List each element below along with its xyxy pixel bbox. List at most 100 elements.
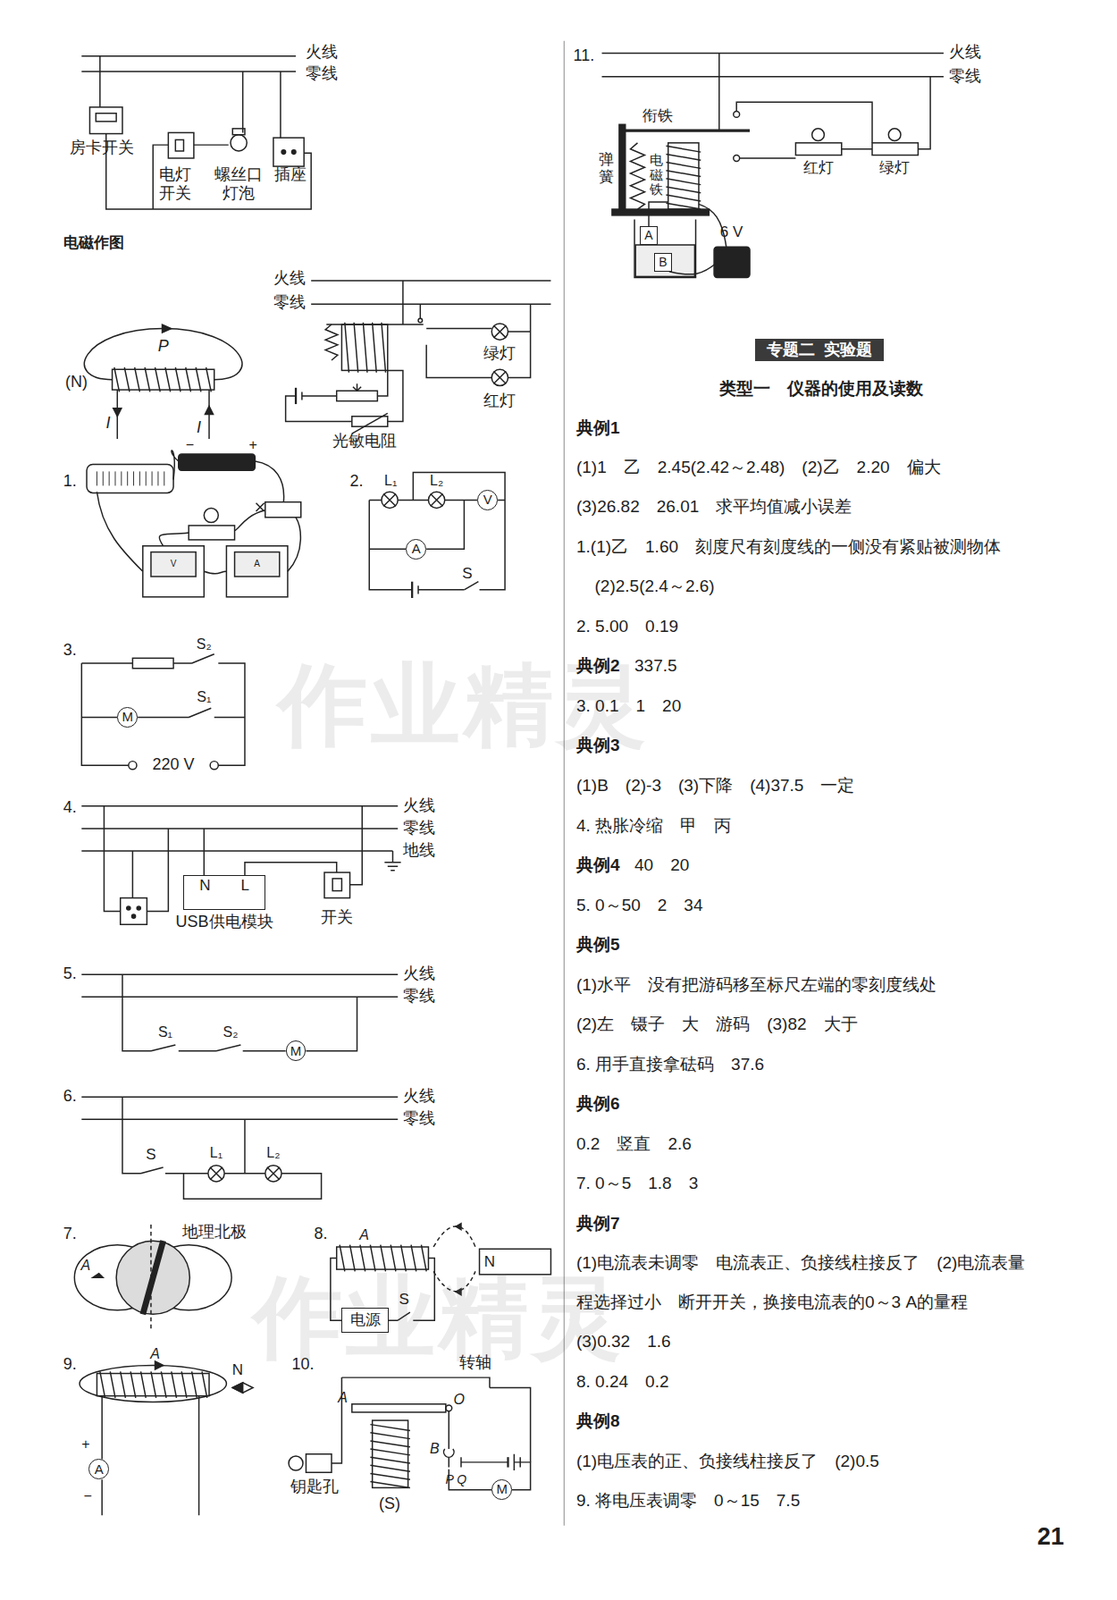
house-wiring-part [273, 137, 304, 167]
series-parallel-circuit-part [463, 581, 479, 590]
motor-symbol: M [285, 1040, 307, 1061]
relay-lamp-circuit-part [344, 322, 387, 373]
solenoid-compass-part [155, 1360, 164, 1369]
water-level-alarm-part [795, 142, 841, 156]
diagram-label: 开关 [320, 908, 353, 929]
electromagnetic-lock-part [445, 1404, 453, 1411]
diagram-label: 绿灯 [483, 344, 516, 364]
diagram-label: I [105, 413, 110, 434]
series-parallel-circuit-part [383, 494, 396, 507]
relay-lamp-circuit-part [491, 323, 508, 340]
diagram-label: S₂ [196, 636, 212, 654]
node-text: A [411, 541, 421, 557]
usb-wiring-part [126, 906, 131, 910]
house-wiring-part [81, 56, 296, 72]
relay-lamp-circuit-part [426, 303, 530, 378]
solenoid-field-part [83, 328, 242, 380]
answer-line: 典例6 [576, 1093, 621, 1115]
electromagnetic-lock [288, 1377, 531, 1490]
answer-line: (1)B (2)-3 (3)下降 (4)37.5 一定 [576, 775, 855, 797]
diagram-label: A [253, 558, 261, 570]
house-wiring-part [232, 128, 245, 135]
usb-wiring-part [384, 850, 401, 871]
relay-lamp-circuit-part [294, 387, 297, 404]
diagram-label: (N) [65, 372, 88, 393]
diagram-label: 电灯 开关 [158, 165, 193, 204]
house-wiring-part [100, 56, 311, 210]
diagram-label: O [453, 1391, 464, 1409]
water-level-alarm-part [733, 155, 740, 162]
usb-module-box: NLUSB供电模块 [183, 874, 265, 910]
answer-line: (1)水平 没有把游码移至标尺左端的零刻度线处 [576, 974, 937, 995]
wiring-picture-part [256, 503, 265, 512]
answer-line: 典例8 [576, 1410, 621, 1432]
relay-lamp-circuit-part [352, 412, 388, 434]
solenoid-field-part [117, 389, 210, 439]
diagram-label: V [170, 558, 177, 570]
diagram-label: I [196, 419, 202, 439]
water-level-alarm-part [812, 128, 825, 142]
diagram-label: 11. [573, 46, 596, 67]
series-parallel-circuit [369, 472, 505, 598]
diagram-label: 零线 [403, 818, 436, 839]
diagram-label: A [150, 1344, 160, 1362]
answer-line: 典例1 [576, 418, 621, 439]
electromagnetic-lock-part [341, 1377, 490, 1387]
diagram-label: 衔铁 [642, 107, 673, 126]
wiring-picture-part [86, 463, 174, 493]
house-wiring-part [291, 150, 296, 155]
answer-line: (2)左 镊子 大 游码 (3)82 大于 [576, 1014, 858, 1035]
diagram-label: S₁ [196, 688, 211, 706]
answer-line: 8. 0.24 0.2 [576, 1370, 670, 1392]
wiring-picture-part [178, 453, 256, 471]
diagram-label: 红灯 [803, 159, 834, 177]
diagram-label: 4. [63, 797, 77, 818]
earth-magnetic-field-part [92, 1273, 103, 1278]
module-caption: USB供电模块 [176, 913, 274, 932]
motor-symbol: M [117, 706, 138, 728]
lamp-circuit-part [208, 1165, 225, 1182]
diagram-label: L₁ [209, 1143, 223, 1161]
section-banner: 专题二实验题 [755, 338, 884, 362]
motor-symbol: M [491, 1478, 513, 1500]
section-heading: 电磁作图 [63, 233, 125, 252]
relay-lamp-circuit-part [494, 325, 507, 338]
wiring-picture-part [142, 545, 204, 597]
motor-circuit-part [132, 657, 174, 668]
usb-wiring-part [324, 872, 351, 899]
wiring-picture-part [226, 545, 287, 597]
wiring-picture-part [96, 450, 301, 574]
answer-line: 典例5 [576, 934, 621, 956]
answer-line: 1.(1)乙 1.60 刻度尺有刻度线的一侧没有紧贴被测物体 [576, 536, 1001, 557]
wiring-picture-part [203, 508, 219, 523]
wiring-picture-part [96, 470, 164, 486]
water-level-alarm-part [665, 145, 701, 210]
wiring-picture-part [265, 502, 302, 518]
electromagnetic-lock-part [448, 1453, 514, 1470]
wiring-picture-part [188, 525, 235, 540]
diagram-label: 6. [63, 1086, 77, 1107]
electromagnetic-lock-part [288, 1455, 303, 1470]
diagram-label: S₂ [223, 1024, 239, 1042]
house-wiring-part [281, 150, 286, 155]
diagram-label: 火线 [949, 43, 982, 64]
motor-circuit-part [81, 654, 245, 765]
solenoid-compass [79, 1360, 253, 1515]
diagram-label: 光敏电阻 [332, 431, 397, 452]
power-supply-box: 电源 [341, 1307, 389, 1332]
relay-lamp-circuit-part [336, 390, 378, 401]
diagram-label: 火线 [273, 268, 306, 289]
answer-line: 6. 用手直接拿砝码 37.6 [576, 1053, 765, 1075]
usb-wiring-part [136, 906, 141, 910]
wiring-picture-part [235, 552, 280, 577]
answer-line: 337.5 [634, 655, 678, 677]
relay-lamp-circuit-part [418, 318, 423, 323]
water-level-alarm-part [612, 209, 709, 216]
motor-switches-part [81, 974, 398, 1051]
diagram-label: A [337, 1388, 348, 1406]
lamp-circuit [81, 1096, 398, 1199]
diagram-label: 220 V [152, 755, 195, 775]
relay-lamp-circuit-part [285, 369, 404, 421]
water-level-alarm [602, 52, 944, 278]
lamp-circuit-part [81, 1096, 398, 1199]
